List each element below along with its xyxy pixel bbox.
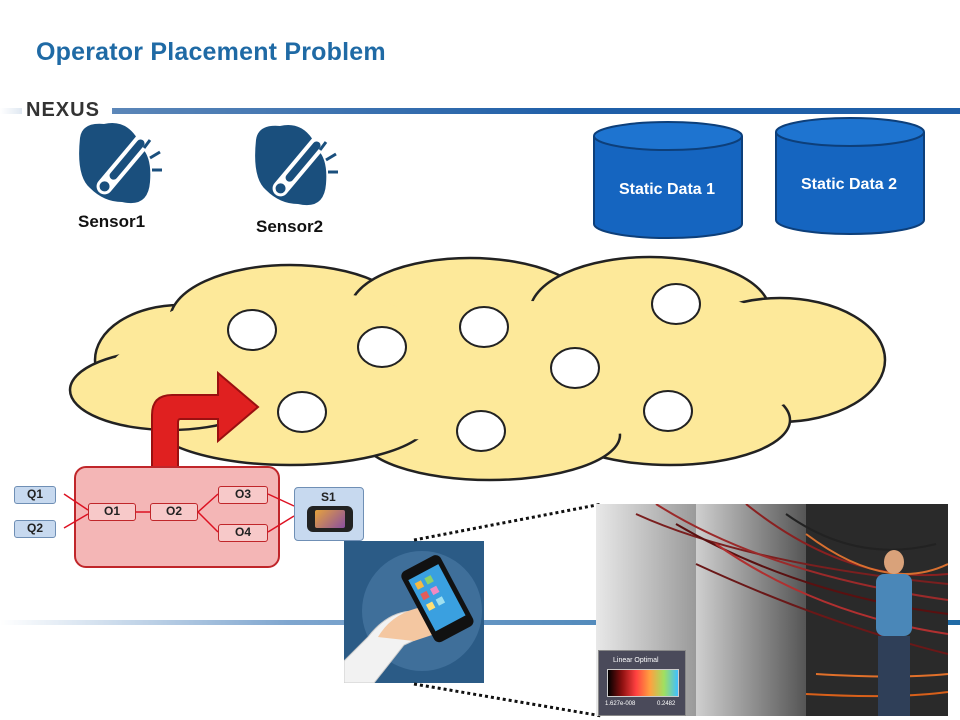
operator-o3: O3 (218, 486, 268, 504)
sensor-2-label: Sensor2 (256, 217, 324, 236)
operator-edges (63, 493, 295, 533)
hand-phone-image (344, 541, 484, 683)
thermometer-hand-icon (79, 123, 162, 204)
sensor-2 (246, 120, 346, 220)
sensor-1 (70, 118, 170, 218)
node-1 (227, 309, 277, 351)
operator-o1: O1 (88, 503, 136, 521)
sensor-1-label: Sensor1 (78, 212, 146, 231)
legend-min: 1.627e-008 (605, 701, 636, 707)
node-8 (643, 390, 693, 432)
static-data-2-cylinder (775, 117, 925, 235)
header-bar (0, 108, 960, 114)
legend-max: 0.2482 (657, 701, 676, 707)
slide-title: Operator Placement Problem (36, 38, 386, 66)
flow-visualization-image: Linear Optimal 1.627e-008 0.2482 (596, 504, 948, 716)
nexus-logo: NEXUS (22, 98, 112, 122)
node-layer (227, 283, 701, 452)
nexus-logo-text: NEXUS (26, 99, 100, 121)
sink-s1: S1 (294, 487, 364, 541)
query-q2: Q2 (14, 520, 56, 538)
node-3 (459, 306, 509, 348)
query-q1-label: Q1 (26, 487, 43, 501)
node-4 (651, 283, 701, 325)
sink-s1-label: S1 (321, 490, 336, 504)
query-q1: Q1 (14, 486, 56, 504)
static-data-2-label: Static Data 2 (800, 176, 898, 193)
colorbar (607, 669, 679, 697)
operator-o4: O4 (218, 524, 268, 542)
zoom-lines (413, 502, 603, 718)
node-6 (277, 391, 327, 433)
operator-o4-label: O4 (234, 525, 251, 539)
hand-icon (344, 555, 474, 683)
static-data-1-cylinder (593, 121, 743, 239)
query-q2-label: Q2 (26, 521, 43, 535)
node-2 (357, 326, 407, 368)
node-5 (550, 347, 600, 389)
operator-o2-label: O2 (165, 504, 182, 518)
operator-o1-label: O1 (103, 504, 120, 518)
phone-icon (307, 506, 353, 532)
colorbar-legend: Linear Optimal 1.627e-008 0.2482 (598, 650, 686, 716)
node-7 (456, 410, 506, 452)
legend-title: Linear Optimal (613, 657, 659, 664)
thermometer-hand-icon (255, 125, 338, 206)
operator-o2: O2 (150, 503, 198, 521)
placement-arrow-icon (151, 370, 260, 470)
operator-o3-label: O3 (234, 487, 251, 501)
static-data-1-label: Static Data 1 (618, 181, 716, 198)
person-figure (868, 550, 918, 716)
